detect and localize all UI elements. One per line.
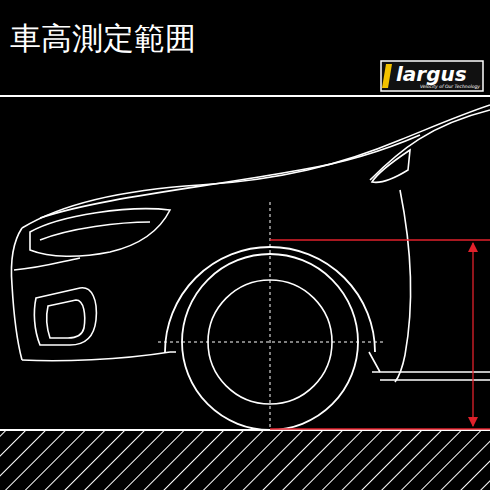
logo xyxy=(381,61,483,91)
header-rule xyxy=(0,95,490,97)
logo-tagline: Velocity of Our Technology xyxy=(420,85,480,90)
center-line xyxy=(270,202,271,430)
measure-line xyxy=(270,428,490,429)
page-title: 車高測定範囲 xyxy=(10,20,196,57)
dimension-arrow xyxy=(472,243,473,426)
logo-text: largus xyxy=(396,64,467,84)
ground-line xyxy=(0,429,490,431)
ground-hatch xyxy=(0,431,490,490)
center-line xyxy=(158,342,386,343)
measure-line xyxy=(270,239,490,240)
